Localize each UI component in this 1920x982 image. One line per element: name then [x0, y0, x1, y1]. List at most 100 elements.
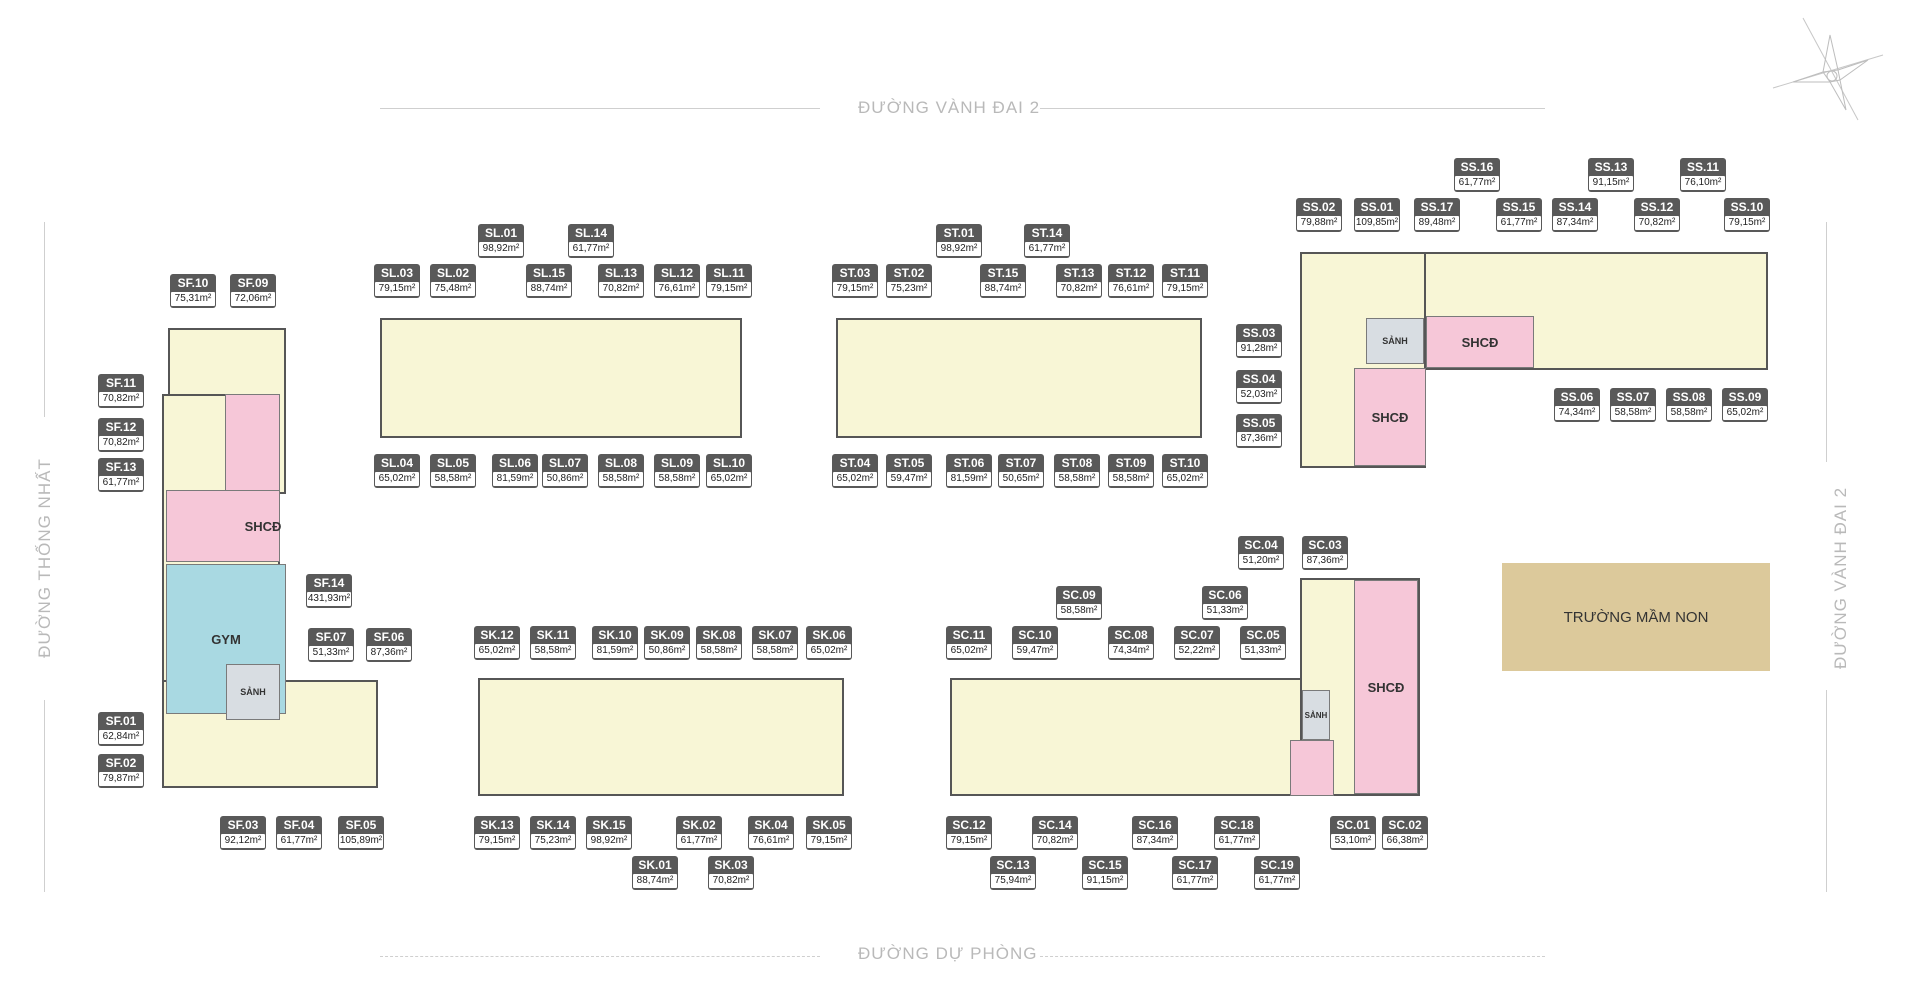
unit-area: 52,03m² — [1237, 388, 1281, 402]
road-line-top-right — [1040, 108, 1545, 109]
unit-area: 75,94m² — [991, 874, 1035, 888]
unit-tag-st-04: ST.04 65,02m² — [832, 454, 878, 488]
unit-area: 53,10m² — [1331, 834, 1375, 848]
lobby-sc: SẢNH — [1302, 690, 1330, 740]
unit-area: 87,34m² — [1133, 834, 1177, 848]
unit-code: SK.07 — [758, 628, 792, 642]
unit-code: SS.09 — [1728, 390, 1762, 404]
unit-code: SF.01 — [105, 714, 137, 728]
unit-code: ST.10 — [1169, 456, 1201, 470]
unit-code: SS.13 — [1594, 160, 1628, 174]
unit-area: 81,59m² — [593, 644, 637, 658]
unit-code: SL.10 — [712, 456, 745, 470]
unit-area: 74,34m² — [1109, 644, 1153, 658]
unit-code: SK.08 — [702, 628, 736, 642]
unit-code: SK.11 — [536, 628, 570, 642]
unit-area: 58,58m² — [655, 472, 699, 486]
unit-area: 58,58m² — [1109, 472, 1153, 486]
unit-area: 65,02m² — [947, 644, 991, 658]
unit-code: ST.15 — [987, 266, 1019, 280]
unit-code: SS.10 — [1730, 200, 1764, 214]
unit-code: SS.08 — [1672, 390, 1706, 404]
shcd-room-sc-b — [1290, 740, 1334, 796]
unit-area: 79,15m² — [1163, 282, 1207, 296]
unit-code: SF.13 — [105, 460, 137, 474]
unit-area: 65,02m² — [375, 472, 419, 486]
unit-code: ST.04 — [839, 456, 871, 470]
unit-code: ST.07 — [1005, 456, 1037, 470]
unit-area: 87,34m² — [1553, 216, 1597, 230]
unit-area: 50,86m² — [543, 472, 587, 486]
unit-area: 58,58m² — [753, 644, 797, 658]
unit-area: 58,58m² — [1611, 406, 1655, 420]
unit-area: 76,61m² — [1109, 282, 1153, 296]
unit-area: 51,33m² — [1241, 644, 1285, 658]
unit-area: 109,85m² — [1355, 216, 1399, 230]
unit-area: 58,58m² — [431, 472, 475, 486]
unit-code: SS.06 — [1560, 390, 1594, 404]
unit-area: 76,10m² — [1681, 176, 1725, 190]
building-sk — [478, 678, 844, 796]
unit-code: SC.11 — [952, 628, 986, 642]
unit-code: SF.03 — [227, 818, 259, 832]
unit-code: SL.14 — [574, 226, 607, 240]
unit-tag-sk-07: SK.07 58,58m² — [752, 626, 798, 660]
unit-area: 75,48m² — [431, 282, 475, 296]
unit-tag-sc-11: SC.11 65,02m² — [946, 626, 992, 660]
unit-area: 74,34m² — [1555, 406, 1599, 420]
road-line-bottom-right — [1040, 956, 1545, 957]
road-label-right: ĐƯỜNG VÀNH ĐAI 2 — [1831, 486, 1851, 670]
unit-area: 61,77m² — [1455, 176, 1499, 190]
unit-area: 75,23m² — [531, 834, 575, 848]
unit-tag-sl-02: SL.02 75,48m² — [430, 264, 476, 298]
unit-code: SK.09 — [650, 628, 684, 642]
unit-area: 65,02m² — [833, 472, 877, 486]
unit-code: SC.09 — [1062, 588, 1096, 602]
lobby-sf: SẢNH — [226, 664, 280, 720]
unit-code: SC.01 — [1336, 818, 1370, 832]
unit-area: 70,82m² — [1635, 216, 1679, 230]
unit-area: 61,77m² — [1215, 834, 1259, 848]
unit-code: SK.14 — [536, 818, 570, 832]
unit-area: 79,15m² — [707, 282, 751, 296]
unit-area: 61,77m² — [677, 834, 721, 848]
unit-code: SC.06 — [1208, 588, 1242, 602]
unit-code: SL.05 — [436, 456, 469, 470]
unit-area: 61,77m² — [277, 834, 321, 848]
road-line-top-left — [380, 108, 820, 109]
unit-code: SL.04 — [380, 456, 413, 470]
road-label-left: ĐƯỜNG THỐNG NHẤT — [34, 458, 54, 658]
unit-tag-sk-14: SK.14 75,23m² — [530, 816, 576, 850]
unit-code: ST.12 — [1115, 266, 1147, 280]
unit-code: SL.06 — [498, 456, 531, 470]
building-sl — [380, 318, 742, 438]
unit-code: SL.02 — [436, 266, 469, 280]
unit-code: SK.04 — [754, 818, 788, 832]
unit-tag-sl-05: SL.05 58,58m² — [430, 454, 476, 488]
